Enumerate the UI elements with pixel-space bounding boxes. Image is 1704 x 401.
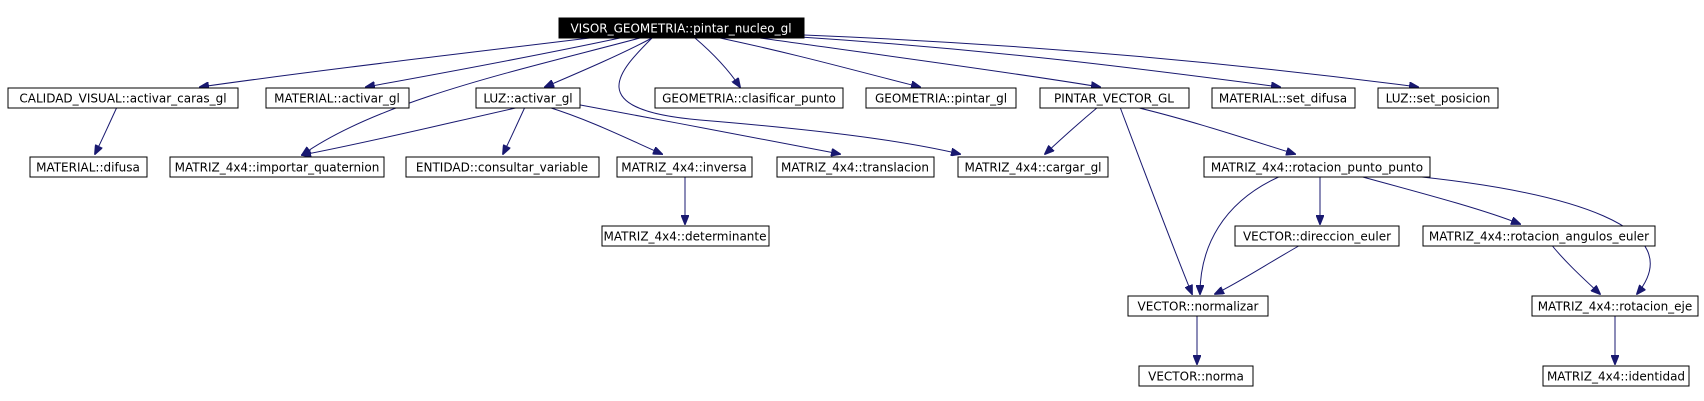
- node-calidad-visual-activar-caras-gl[interactable]: CALIDAD_VISUAL::activar_caras_gl: [7, 87, 239, 109]
- edge-luz-to-consultar-variable: [503, 106, 526, 154]
- node-label: MATRIZ_4x4::determinante: [603, 230, 766, 244]
- node-matriz-importar-quaternion[interactable]: MATRIZ_4x4::importar_quaternion: [169, 156, 385, 178]
- edge-direccion-euler-to-normalizar: [1215, 242, 1305, 294]
- node-matriz-inversa[interactable]: MATRIZ_4x4::inversa: [616, 156, 753, 178]
- node-visor-geometria-pintar-nucleo-gl[interactable]: VISOR_GEOMETRIA::pintar_nucleo_gl: [558, 17, 805, 39]
- node-label: MATRIZ_4x4::inversa: [621, 161, 746, 175]
- node-matriz-rotacion-punto-punto[interactable]: MATRIZ_4x4::rotacion_punto_punto: [1203, 156, 1431, 178]
- node-label: ENTIDAD::consultar_variable: [416, 161, 588, 175]
- node-matriz-rotacion-eje[interactable]: MATRIZ_4x4::rotacion_eje: [1531, 295, 1699, 317]
- edge-pintar-vector-to-normalizar: [1119, 106, 1192, 294]
- edge-root-to-geometria-clasificar: [694, 37, 740, 87]
- node-label: VECTOR::normalizar: [1138, 300, 1259, 314]
- node-label: GEOMETRIA::pintar_gl: [875, 92, 1007, 106]
- edge-rotacion-euler-to-rotacion-eje: [1549, 242, 1600, 294]
- node-label: VECTOR::norma: [1148, 370, 1244, 384]
- node-material-set-difusa[interactable]: MATERIAL::set_difusa: [1211, 87, 1356, 109]
- edge-root-to-material-activar: [366, 37, 621, 87]
- edge-root-to-material-set-difusa: [799, 36, 1280, 87]
- node-vector-normalizar[interactable]: VECTOR::normalizar: [1127, 295, 1269, 317]
- node-material-activar-gl[interactable]: MATERIAL::activar_gl: [265, 87, 410, 109]
- node-label: MATERIAL::activar_gl: [274, 92, 400, 106]
- node-matriz-cargar-gl[interactable]: MATRIZ_4x4::cargar_gl: [957, 156, 1109, 178]
- node-matriz-identidad[interactable]: MATRIZ_4x4::identidad: [1542, 365, 1690, 387]
- edge-rotacion-pp-to-rotacion-eje: [1379, 172, 1651, 294]
- node-vector-norma[interactable]: VECTOR::norma: [1138, 365, 1254, 387]
- node-vector-direccion-euler[interactable]: VECTOR::direccion_euler: [1234, 225, 1400, 247]
- node-geometria-pintar-gl[interactable]: GEOMETRIA::pintar_gl: [865, 87, 1017, 109]
- node-label: PINTAR_VECTOR_GL: [1054, 92, 1174, 106]
- edge-luz-to-inversa: [547, 106, 662, 154]
- node-matriz-determinante[interactable]: MATRIZ_4x4::determinante: [601, 225, 770, 247]
- edge-root-to-luz-set-posicion: [803, 34, 1418, 87]
- node-label: VECTOR::direccion_euler: [1243, 230, 1391, 244]
- edge-luz-to-translacion: [574, 103, 840, 154]
- node-label: GEOMETRIA::clasificar_punto: [662, 92, 836, 106]
- node-label: VISOR_GEOMETRIA::pintar_nucleo_gl: [570, 22, 791, 36]
- node-matriz-translacion[interactable]: MATRIZ_4x4::translacion: [776, 156, 935, 178]
- edge-root-to-calidad-activar-caras: [200, 36, 599, 87]
- node-label: MATRIZ_4x4::identidad: [1547, 370, 1685, 384]
- node-geometria-clasificar-punto[interactable]: GEOMETRIA::clasificar_punto: [654, 87, 844, 109]
- edge-luz-to-importar-quaternion: [302, 106, 521, 155]
- node-label: MATERIAL::difusa: [36, 161, 140, 175]
- edge-root-to-geometria-pintar: [719, 37, 920, 87]
- edge-root-to-cargar-gl: [618, 37, 960, 154]
- node-label: LUZ::set_posicion: [1386, 92, 1491, 106]
- edge-root-to-importar-quaternion: [302, 37, 641, 155]
- node-matriz-rotacion-angulos-euler[interactable]: MATRIZ_4x4::rotacion_angulos_euler: [1422, 225, 1656, 247]
- edge-root-to-luz-activar: [545, 37, 653, 87]
- node-label: CALIDAD_VISUAL::activar_caras_gl: [19, 92, 226, 106]
- node-label: MATRIZ_4x4::rotacion_punto_punto: [1211, 161, 1423, 175]
- edge-root-to-pintar-vector: [759, 37, 1100, 87]
- node-label: MATRIZ_4x4::importar_quaternion: [175, 161, 380, 175]
- edge-rotacion-pp-to-rotacion-euler: [1347, 172, 1520, 224]
- node-label: LUZ::activar_gl: [483, 92, 572, 106]
- edge-pintar-vector-to-rotacion-pp: [1134, 106, 1295, 154]
- node-label: MATRIZ_4x4::rotacion_eje: [1538, 300, 1693, 314]
- node-label: MATRIZ_4x4::cargar_gl: [964, 161, 1101, 175]
- edge-rotacion-pp-to-normalizar: [1200, 172, 1289, 294]
- node-material-difusa[interactable]: MATERIAL::difusa: [29, 156, 148, 178]
- node-label: MATRIZ_4x4::rotacion_angulos_euler: [1429, 230, 1649, 244]
- node-luz-activar-gl[interactable]: LUZ::activar_gl: [475, 87, 581, 109]
- edge-calidad-to-material-difusa: [95, 106, 118, 154]
- node-luz-set-posicion[interactable]: LUZ::set_posicion: [1377, 87, 1499, 109]
- nodes: VISOR_GEOMETRIA::pintar_nucleo_gl CALIDA…: [7, 17, 1699, 387]
- node-pintar-vector-gl[interactable]: PINTAR_VECTOR_GL: [1039, 87, 1190, 109]
- edges: [95, 34, 1651, 364]
- node-entidad-consultar-variable[interactable]: ENTIDAD::consultar_variable: [405, 156, 600, 178]
- node-label: MATERIAL::set_difusa: [1219, 92, 1347, 106]
- edge-pintar-vector-to-cargar-gl: [1045, 106, 1099, 154]
- node-label: MATRIZ_4x4::translacion: [781, 161, 929, 175]
